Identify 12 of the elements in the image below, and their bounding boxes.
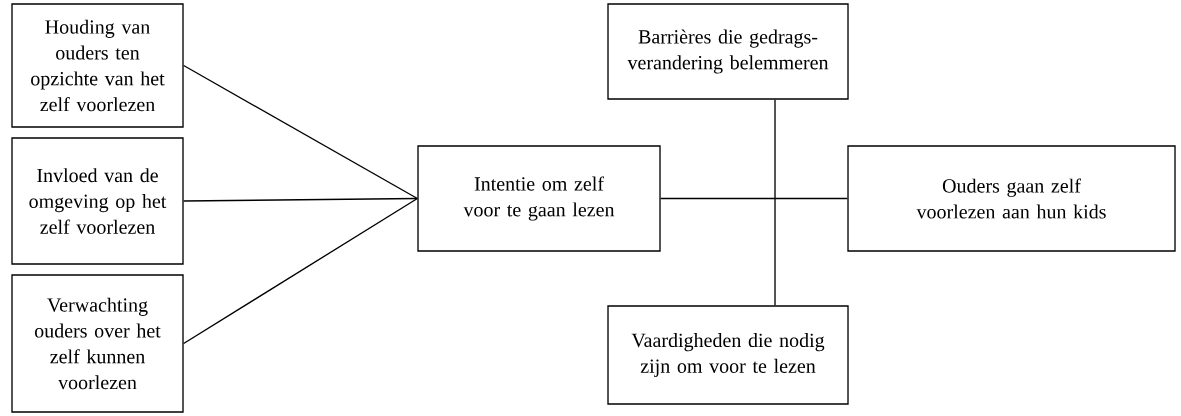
connector-line (774, 99, 776, 306)
text-box: Intentie om zelf voor te gaan lezen (417, 145, 661, 252)
connector-line (183, 197, 418, 345)
connector-line (660, 197, 848, 200)
text-box: Vaardigheden die nodig zijn om voor te lezen (607, 305, 849, 405)
text-box: Verwachting ouders over het zelf kunnen voorlezen (11, 274, 184, 413)
connector-line (183, 64, 418, 200)
text-box: Ouders gaan zelf voorlezen aan hun kids (847, 145, 1176, 252)
text-box: Invloed van de omgeving op het zelf voorlezen (11, 137, 184, 265)
text-box: Barrières die gedrags- verandering belemmeren (607, 3, 849, 100)
text-box: Houding van ouders ten opzichte van het zelf voorlezen (11, 3, 184, 128)
connector-line (183, 197, 418, 202)
